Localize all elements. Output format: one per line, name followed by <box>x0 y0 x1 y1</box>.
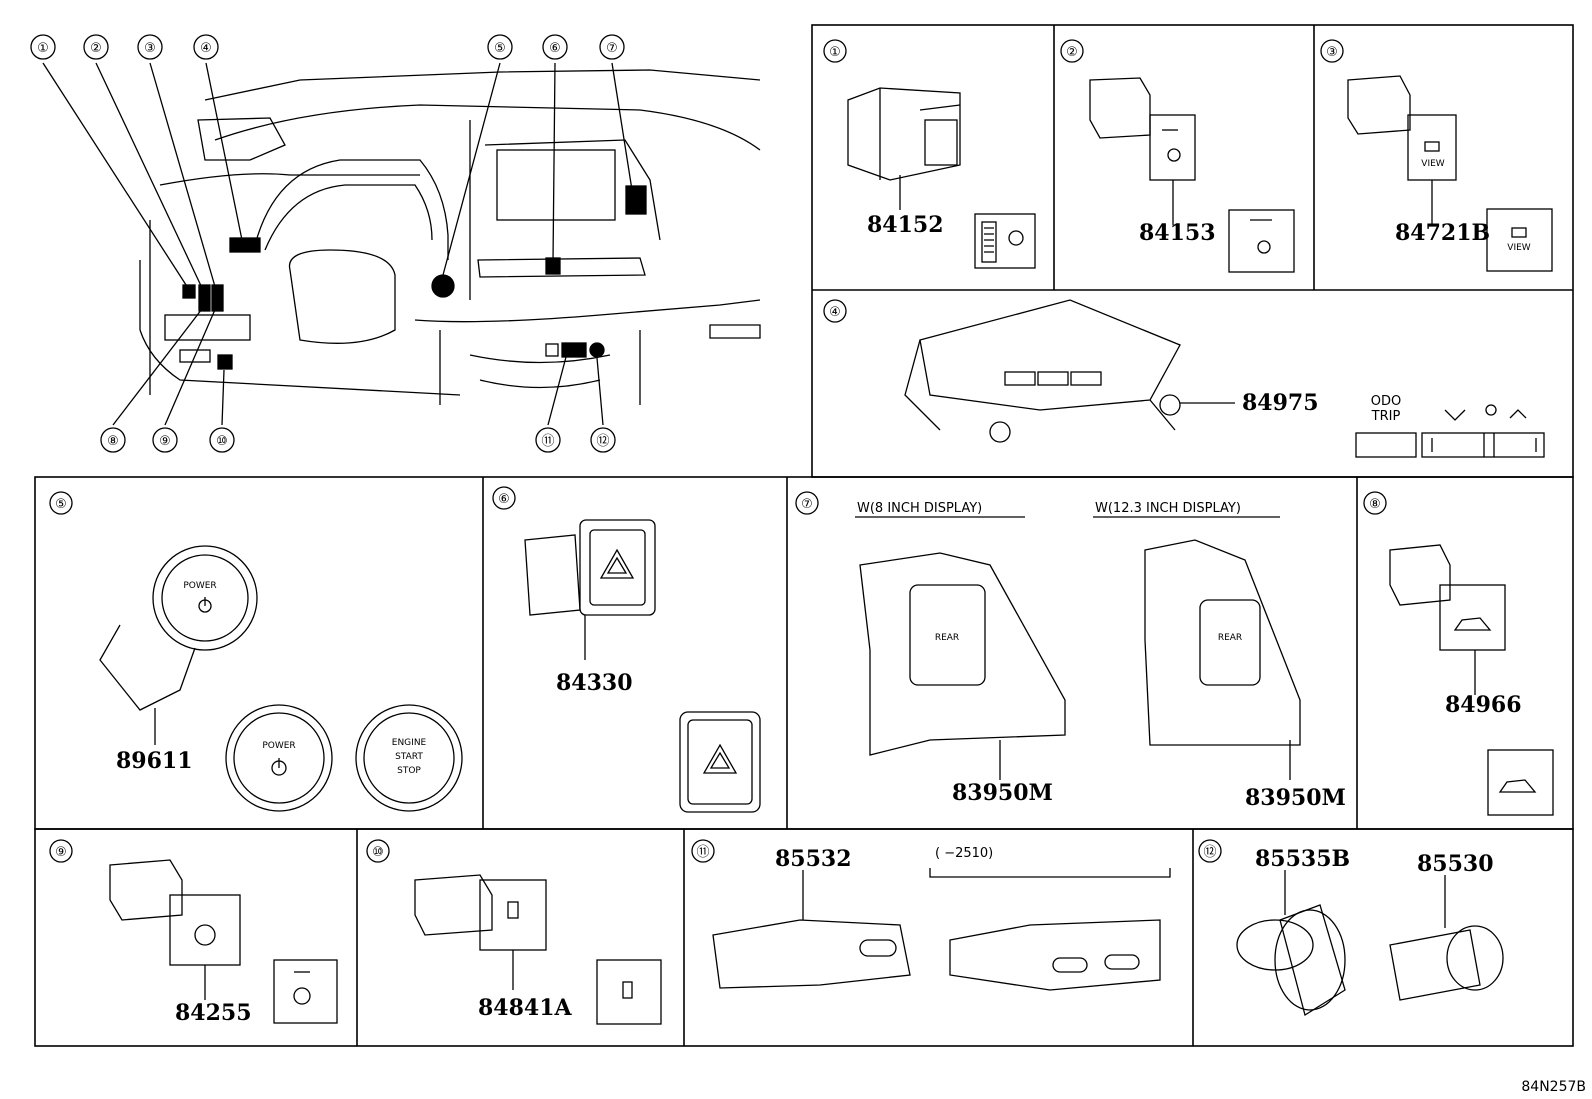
panel-1-part-number: 84152 <box>867 212 944 238</box>
callout-12: ⑫ <box>596 434 609 449</box>
callout-3: ③ <box>144 41 156 56</box>
panel-8-marker: ⑧ <box>1369 497 1381 512</box>
panel-2 <box>1060 39 1295 273</box>
power-button-label: POWER <box>262 741 295 751</box>
stop-label: STOP <box>397 766 421 776</box>
panel-3-switch-view-label: VIEW <box>1421 159 1444 169</box>
callout-11: ⑪ <box>541 434 554 449</box>
callout-6: ⑥ <box>549 41 561 56</box>
panel-12 <box>1198 839 1504 1017</box>
panel-2-marker: ② <box>1066 45 1078 60</box>
engine-label: ENGINE <box>392 738 427 748</box>
overview-callouts <box>30 34 625 453</box>
panel-10-part-number: 84841A <box>478 995 573 1021</box>
panel-3-view-label: VIEW <box>1507 243 1530 253</box>
panel-10-marker: ⑩ <box>372 845 384 860</box>
panel-6-marker: ⑥ <box>498 492 510 507</box>
rear-label-8: REAR <box>935 633 959 643</box>
panel-11-part-number-a: 85532 <box>775 846 852 872</box>
panel-7 <box>795 491 1301 780</box>
callout-5: ⑤ <box>494 41 506 56</box>
callout-9: ⑨ <box>159 434 171 449</box>
callout-8: ⑧ <box>107 434 119 449</box>
panel-8-part-number: 84966 <box>1445 692 1522 718</box>
panel-2-part-number: 84153 <box>1139 220 1216 246</box>
panel-9-part-number: 84255 <box>175 1000 252 1026</box>
panel-12-part-number-a: 85535B <box>1255 846 1350 872</box>
panel-3-marker: ③ <box>1326 45 1338 60</box>
panel-11 <box>691 839 1171 991</box>
panel-7-part-number-b: 83950M <box>1245 785 1346 811</box>
panel-1-marker: ① <box>829 45 841 60</box>
callout-7: ⑦ <box>606 41 618 56</box>
panel-10 <box>366 839 662 1025</box>
callout-2: ② <box>90 41 102 56</box>
panel-8 <box>1363 491 1554 816</box>
panel-4 <box>823 299 1545 458</box>
panel-7-marker: ⑦ <box>801 497 813 512</box>
panel-9 <box>49 839 338 1024</box>
trip-label: TRIP <box>1371 409 1401 424</box>
panel-5 <box>49 491 463 812</box>
panel-5-part-number: 89611 <box>116 748 193 774</box>
panel-3-part-number: 84721B <box>1395 220 1490 246</box>
rear-label-12: REAR <box>1218 633 1242 643</box>
panel-12-marker: ⑫ <box>1203 845 1216 860</box>
panel-4-part-number: 84975 <box>1242 390 1319 416</box>
figure-reference-code: 84N257B <box>1521 1079 1586 1095</box>
panel-3 <box>1320 39 1553 272</box>
panel-6-part-number: 84330 <box>556 670 633 696</box>
display-12-caption: W(12.3 INCH DISPLAY) <box>1095 501 1241 516</box>
panel-11-marker: ⑪ <box>696 845 709 860</box>
callout-10: ⑩ <box>216 434 228 449</box>
panel-1 <box>823 39 1036 269</box>
callout-1: ① <box>37 41 49 56</box>
odo-label: ODO <box>1371 394 1401 409</box>
panel-7-part-number-a: 83950M <box>952 780 1053 806</box>
panel-12-part-number-b: 85530 <box>1417 851 1494 877</box>
panel-11-range: ( −2510) <box>935 846 993 861</box>
power-switch-small-label: POWER <box>183 581 216 591</box>
panel-grid <box>34 24 1574 1047</box>
dashboard-overview <box>42 62 761 426</box>
callout-4: ④ <box>200 41 212 56</box>
display-8-caption: W(8 INCH DISPLAY) <box>857 501 982 516</box>
panel-4-marker: ④ <box>829 305 841 320</box>
panel-6 <box>492 486 761 813</box>
panel-5-marker: ⑤ <box>55 497 67 512</box>
panel-9-marker: ⑨ <box>55 845 67 860</box>
start-label: START <box>395 752 423 762</box>
